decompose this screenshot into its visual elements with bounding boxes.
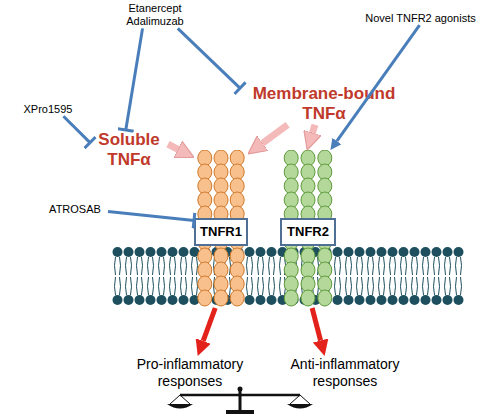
text-node: Novel TNFR2 agonists: [358, 12, 483, 25]
receptor-domain: [284, 290, 298, 306]
text-node: Anti-inflammatory responses: [280, 356, 410, 390]
connector: [203, 308, 215, 341]
node-text: Novel TNFR2 agonists: [358, 12, 483, 25]
connector: [263, 125, 288, 143]
receptor-node: TNFR2: [280, 150, 336, 308]
receptor-name: TNFR1: [196, 220, 246, 244]
text-node: Soluble TNFα: [90, 130, 168, 171]
connector-line: [312, 308, 320, 341]
node-text: Anti-inflammatory responses: [280, 356, 410, 390]
node-text: Etanercept Adalimuzab: [115, 2, 195, 28]
receptor-domain: [214, 290, 228, 306]
receptor-node: TNFR1: [194, 150, 248, 308]
text-node: Pro-inflammatory responses: [125, 356, 255, 390]
receptor-name: TNFR2: [282, 220, 334, 244]
receptor-label-box: TNFR2: [280, 218, 336, 246]
connector: [108, 212, 194, 221]
connector: [178, 28, 240, 88]
node-text: Pro-inflammatory responses: [125, 356, 255, 390]
connector-line: [263, 125, 288, 143]
connector-line: [203, 308, 215, 341]
balance-icon: [167, 387, 313, 413]
connector: [63, 116, 90, 142]
connector-line: [126, 28, 143, 130]
receptor-domain: [318, 290, 332, 306]
node-text: ATROSAB: [42, 203, 108, 216]
receptor-domain: [198, 290, 212, 306]
membrane-lipids: [112, 246, 464, 306]
node-text: Membrane-bound TNFα: [240, 84, 408, 125]
connector-line: [168, 144, 178, 149]
receptor-label-box: TNFR1: [194, 218, 248, 246]
connector: [337, 25, 420, 141]
text-node: Membrane-bound TNFα: [240, 84, 408, 125]
connector-line: [313, 125, 315, 133]
text-node: ATROSAB: [42, 203, 108, 216]
text-node: XPro1595: [16, 103, 80, 116]
connector-line: [337, 25, 420, 141]
connector: [168, 144, 178, 149]
receptor-domain: [230, 290, 244, 306]
connector: [313, 125, 315, 133]
receptor-domain: [301, 290, 315, 306]
connector-line: [63, 116, 90, 142]
connector-line: [108, 212, 194, 221]
text-node: Etanercept Adalimuzab: [115, 2, 195, 28]
connector: [126, 28, 143, 130]
node-text: XPro1595: [16, 103, 80, 116]
connector: [312, 308, 320, 341]
membrane-background: [112, 246, 464, 306]
connector-line: [178, 28, 240, 88]
node-text: Soluble TNFα: [90, 130, 168, 171]
